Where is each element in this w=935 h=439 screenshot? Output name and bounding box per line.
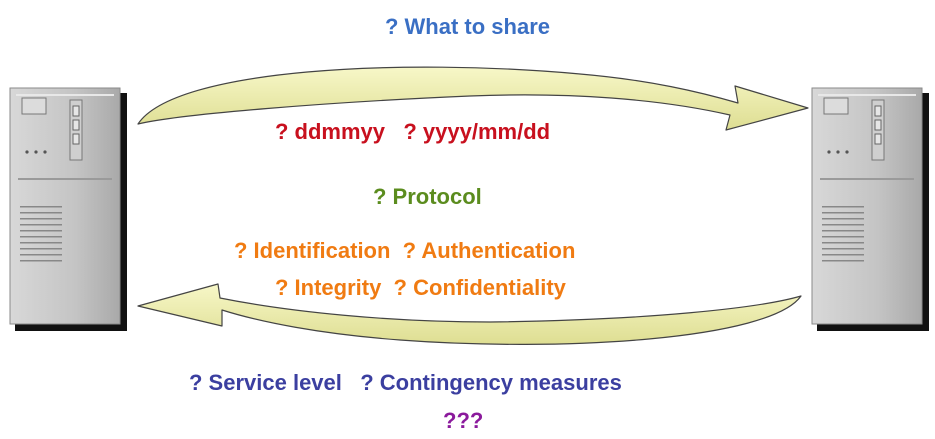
left-server-icon bbox=[9, 87, 128, 332]
date-formats-label: ? ddmmyy ? yyyy/mm/dd bbox=[275, 119, 551, 144]
top-arrow-icon bbox=[137, 66, 809, 131]
bottom-arrow-icon bbox=[137, 283, 802, 345]
security-label-line1: ? Identification ? Authentication bbox=[234, 238, 576, 263]
right-server-icon bbox=[811, 87, 930, 332]
security-label-line2: ? Integrity ? Confidentiality bbox=[275, 275, 566, 300]
protocol-label: ? Protocol bbox=[373, 184, 482, 209]
what-to-share-label: ? What to share bbox=[384, 14, 550, 39]
service-level-label: ? Service level ? Contingency measures bbox=[189, 370, 622, 395]
unknown-label: ??? bbox=[443, 408, 484, 433]
